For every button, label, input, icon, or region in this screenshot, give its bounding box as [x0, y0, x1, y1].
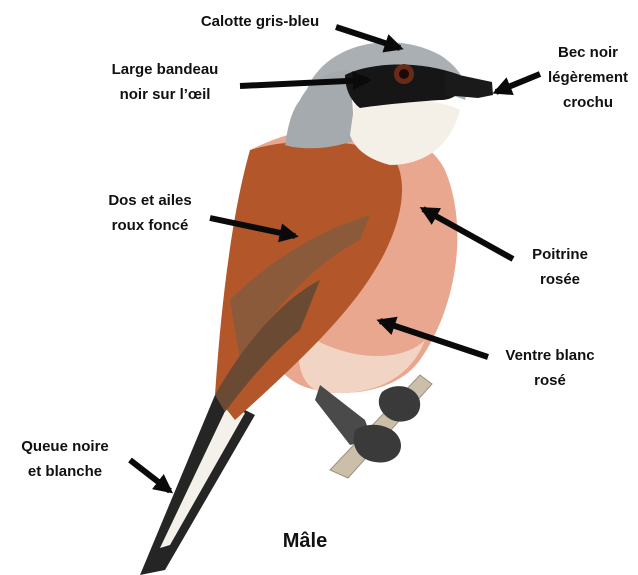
label-cap-line1: Calotte gris-bleu [170, 9, 350, 34]
label-breast: Poitrine rosée [510, 242, 610, 292]
label-back-line1: Dos et ailes [90, 188, 210, 213]
caption-male: Mâle [250, 530, 360, 553]
bill [445, 72, 493, 98]
label-bill-line1: Bec noir [538, 40, 638, 65]
label-mask-line1: Large bandeau [95, 57, 235, 82]
label-belly: Ventre blanc rosé [485, 343, 615, 393]
throat-white [350, 98, 460, 165]
label-bill: Bec noir légèrement crochu [538, 40, 638, 115]
label-belly-line2: rosé [485, 368, 615, 393]
arrow-bill [496, 74, 540, 92]
label-breast-line1: Poitrine [510, 242, 610, 267]
label-bill-line2: légèrement [538, 65, 638, 90]
label-mask-line2: noir sur l’œil [95, 82, 235, 107]
arrow-tail [130, 460, 170, 491]
label-tail: Queue noire et blanche [0, 434, 130, 484]
label-back: Dos et ailes roux foncé [90, 188, 210, 238]
label-bill-line3: crochu [538, 90, 638, 115]
label-tail-line1: Queue noire [0, 434, 130, 459]
eye-pupil [399, 69, 409, 79]
label-back-line2: roux foncé [90, 213, 210, 238]
label-breast-line2: rosée [510, 267, 610, 292]
label-mask: Large bandeau noir sur l’œil [95, 57, 235, 107]
label-belly-line1: Ventre blanc [485, 343, 615, 368]
label-cap: Calotte gris-bleu [170, 9, 350, 34]
label-tail-line2: et blanche [0, 459, 130, 484]
